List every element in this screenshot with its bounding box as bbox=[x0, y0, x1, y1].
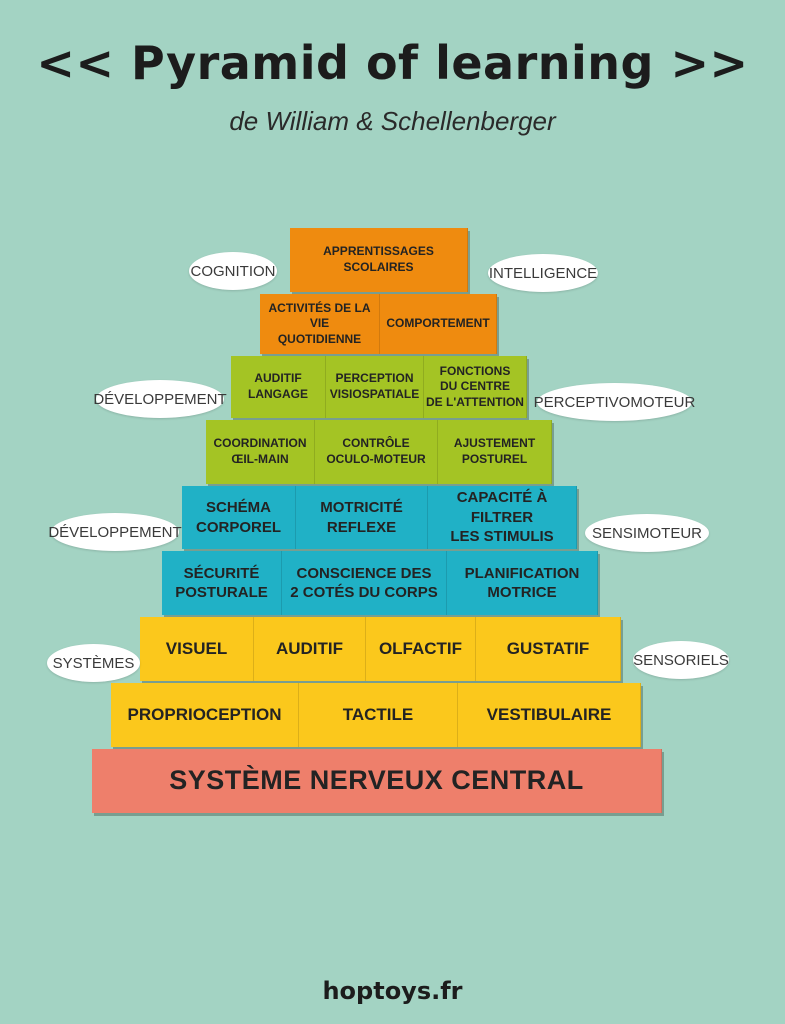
box-visuel: VISUEL bbox=[140, 617, 254, 681]
box-tactile: TACTILE bbox=[299, 683, 458, 747]
label-sensimoteur: SENSIMOTEUR bbox=[585, 514, 709, 552]
brand-footer: hoptoys.fr bbox=[322, 977, 463, 1005]
box-systeme-nerveux-central: SYSTÈME NERVEUX CENTRAL bbox=[92, 749, 662, 813]
label-perceptivomoteur: PERCEPTIVOMOTEUR bbox=[534, 383, 695, 421]
box-schema-corporel: SCHÉMA CORPOREL bbox=[182, 486, 296, 549]
box-olfactif: OLFACTIF bbox=[366, 617, 476, 681]
box-auditif-langage: AUDITIF LANGAGE bbox=[231, 356, 326, 418]
label-cognition: COGNITION bbox=[189, 252, 277, 290]
box-conscience-2-cotes: CONSCIENCE DES 2 COTÉS DU CORPS bbox=[282, 551, 447, 615]
box-motricite-reflexe: MOTRICITÉ REFLEXE bbox=[296, 486, 428, 549]
label-systemes: SYSTÈMES bbox=[47, 644, 140, 682]
box-gustatif: GUSTATIF bbox=[476, 617, 621, 681]
box-vestibulaire: VESTIBULAIRE bbox=[458, 683, 641, 747]
box-fonctions-attention: FONCTIONS DU CENTRE DE L'ATTENTION bbox=[424, 356, 527, 418]
box-coordination-oeil-main: COORDINATION ŒIL-MAIN bbox=[206, 420, 315, 484]
box-apprentissages-scolaires: APPRENTISSAGES SCOLAIRES bbox=[290, 228, 468, 292]
label-developpement-lower: DÉVELOPPEMENT bbox=[48, 513, 182, 551]
box-controle-oculo-moteur: CONTRÔLE OCULO-MOTEUR bbox=[315, 420, 438, 484]
box-auditif: AUDITIF bbox=[254, 617, 366, 681]
page-title: << Pyramid of learning >> bbox=[36, 36, 749, 90]
box-perception-visiospatiale: PERCEPTION VISIOSPATIALE bbox=[326, 356, 424, 418]
box-comportement: COMPORTEMENT bbox=[380, 294, 497, 354]
page-subtitle: de William & Schellenberger bbox=[229, 106, 556, 136]
box-planification-motrice: PLANIFICATION MOTRICE bbox=[447, 551, 598, 615]
label-sensoriels: SENSORIELS bbox=[633, 641, 729, 679]
label-developpement-upper: DÉVELOPPEMENT bbox=[93, 380, 227, 418]
box-activites-vie-quotidienne: ACTIVITÉS DE LA VIE QUOTIDIENNE bbox=[260, 294, 380, 354]
box-proprioception: PROPRIOCEPTION bbox=[111, 683, 299, 747]
box-ajustement-postural: AJUSTEMENT POSTUREL bbox=[438, 420, 552, 484]
box-capacite-filtrer: CAPACITÉ À FILTRER LES STIMULIS bbox=[428, 486, 577, 549]
box-securite-posturale: SÉCURITÉ POSTURALE bbox=[162, 551, 282, 615]
label-intelligence: INTELLIGENCE bbox=[488, 254, 598, 292]
